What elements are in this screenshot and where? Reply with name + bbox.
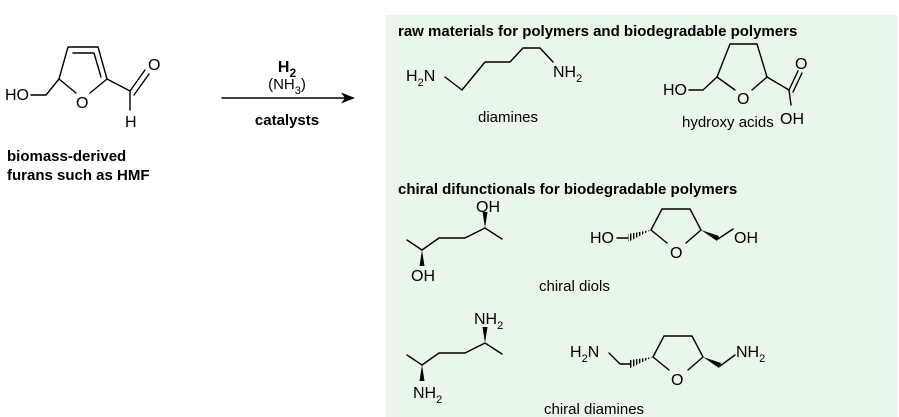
chiral-diamine-cyclic-structure: H2N O NH2 — [570, 335, 765, 389]
hmf-structure: HO O O H — [5, 46, 160, 131]
atom-ho: HO — [590, 230, 614, 247]
reactant-caption-line2: furans such as HMF — [7, 167, 150, 184]
atom-o-ring: O — [670, 245, 682, 262]
reagent-nh3: (NH3) — [268, 76, 306, 97]
chiral-diol-acyclic-structure: OH OH — [406, 199, 503, 285]
reagent-h2: H2 — [278, 59, 297, 80]
chiral-diols-caption: chiral diols — [539, 278, 610, 295]
chiral-diol-cyclic-structure: HO O OH — [590, 208, 758, 262]
atom-o-aldehyde: O — [148, 57, 160, 74]
section1-title: raw materials for polymers and biodegrad… — [398, 23, 797, 40]
atom-oh-bottom: OH — [411, 268, 435, 285]
atom-nh2-top: NH2 — [474, 311, 503, 332]
products-panel — [386, 15, 898, 417]
atom-oh: OH — [780, 111, 804, 128]
diamine-structure: H2N NH2 — [406, 47, 582, 91]
catalysts-label: catalysts — [255, 112, 319, 129]
atom-o-ring: O — [737, 91, 749, 108]
chiral-diamine-acyclic-structure: NH2 NH2 — [406, 311, 503, 406]
chiral-diamines-caption: chiral diamines — [544, 401, 644, 417]
hydroxy-acid-structure: HO O O OH — [663, 43, 807, 128]
atom-nh2: NH2 — [736, 344, 765, 365]
reactant-caption-line1: biomass-derived — [7, 148, 126, 165]
hydroxy-acids-caption: hydroxy acids — [682, 114, 774, 131]
diamines-caption: diamines — [478, 109, 538, 126]
atom-oh-top: OH — [476, 199, 500, 216]
atom-h2n: H2N — [570, 344, 599, 365]
section2-title: chiral difunctionals for biodegradable p… — [398, 181, 737, 198]
atom-nh2: NH2 — [553, 64, 582, 85]
atom-oh: OH — [734, 230, 758, 247]
atom-h2n: H2N — [406, 68, 435, 89]
atom-o-carbonyl: O — [795, 56, 807, 73]
atom-h-aldehyde: H — [125, 114, 137, 131]
atom-o-ring: O — [671, 372, 683, 389]
atom-ho: HO — [663, 82, 687, 99]
atom-nh2-bottom: NH2 — [413, 385, 442, 406]
atom-ho: HO — [5, 87, 29, 104]
atom-o-ring: O — [76, 95, 88, 112]
reaction-arrow — [221, 92, 355, 104]
